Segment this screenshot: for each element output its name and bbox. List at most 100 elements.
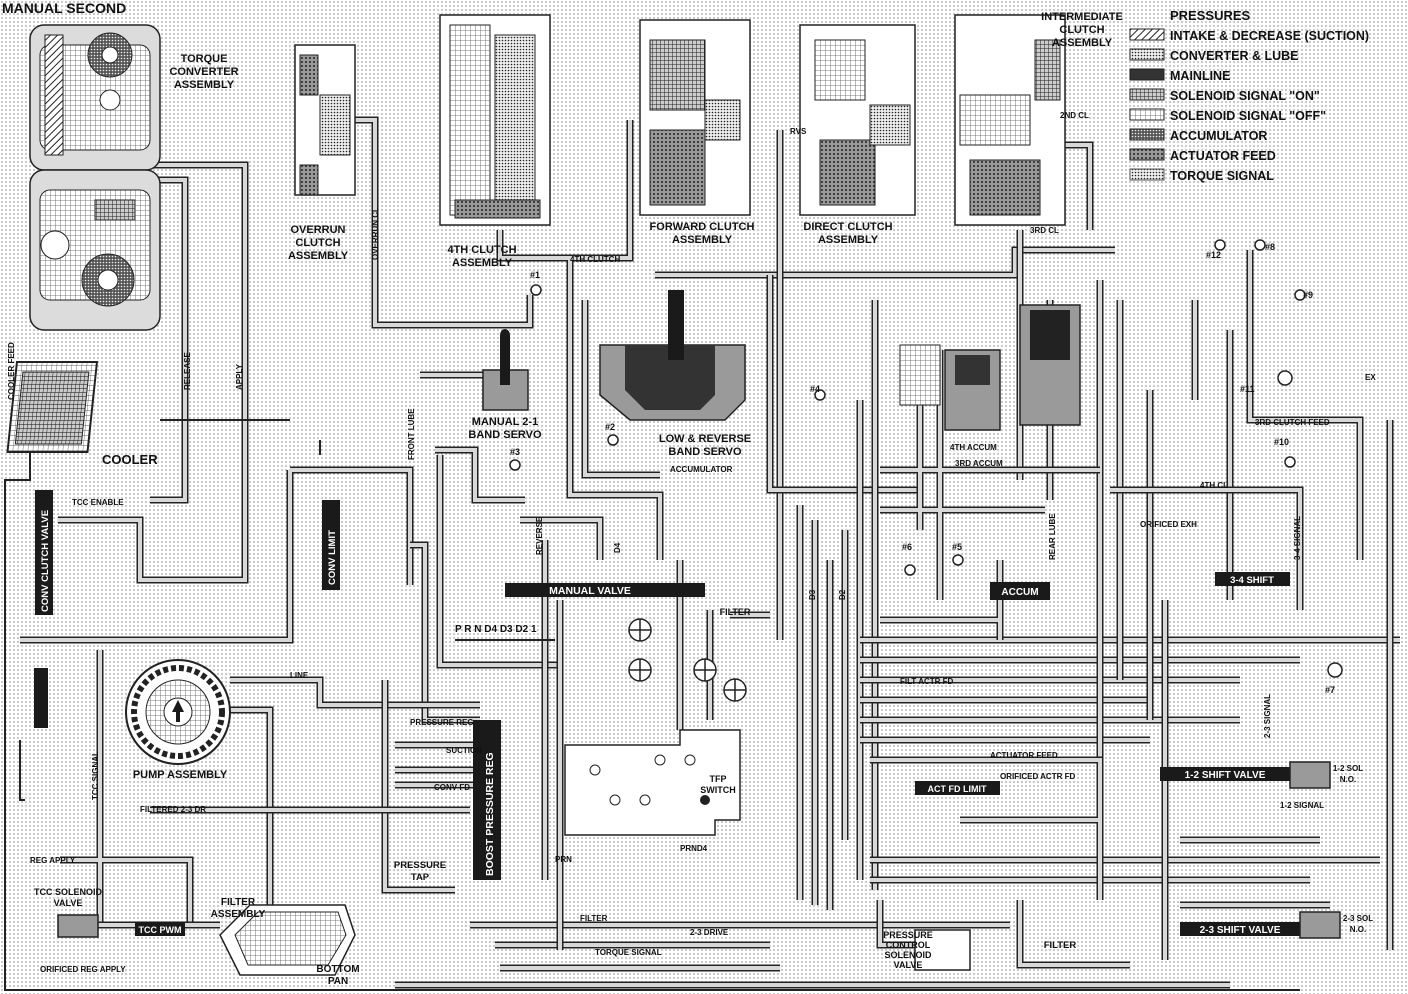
solenoids: 1-2 SOL N.O. 2-3 SOL N.O. TCC SOLENOID V… bbox=[34, 761, 1373, 971]
bottom-pan-line2: PAN bbox=[328, 976, 348, 987]
pressure-tap-line2: TAP bbox=[411, 872, 430, 883]
legend-label: MAINLINE bbox=[1170, 69, 1230, 83]
pressure-legend: PRESSURES INTAKE & DECREASE (SUCTION) CO… bbox=[1129, 8, 1369, 183]
solenoid-12-line2: N.O. bbox=[1340, 775, 1356, 784]
conv-clutch-valve bbox=[35, 490, 53, 615]
solenoid-12-line1: 1-2 SOL bbox=[1333, 764, 1363, 773]
shift-34-valve bbox=[1215, 572, 1290, 586]
torque-converter-line1: TORQUE bbox=[181, 53, 228, 65]
tcc-solenoid-line1: TCC SOLENOID bbox=[34, 887, 103, 897]
solenoid-23 bbox=[1299, 911, 1341, 939]
line-label: REAR LUBE bbox=[1048, 513, 1057, 560]
conv-limit-valve bbox=[322, 500, 340, 590]
direct-clutch: DIRECT CLUTCH ASSEMBLY bbox=[799, 24, 916, 246]
line-label: PRN bbox=[555, 855, 572, 864]
checkball-label: #3 bbox=[510, 447, 520, 457]
line-label: TCC SIGNAL bbox=[91, 751, 100, 800]
filter-assembly-line1: FILTER bbox=[221, 897, 256, 908]
low-reverse-servo-line2: BAND SERVO bbox=[668, 446, 742, 458]
line-label: D4 bbox=[613, 542, 622, 553]
overrun-clutch-line2: CLUTCH bbox=[295, 237, 340, 249]
legend-swatch bbox=[1129, 68, 1165, 81]
torque-converter-line3: ASSEMBLY bbox=[174, 79, 235, 91]
legend-label: ACTUATOR FEED bbox=[1170, 149, 1276, 163]
boost-pressure-reg-label: BOOST PRESSURE REG bbox=[484, 752, 496, 876]
tcc-pwm-valve bbox=[135, 922, 185, 936]
line-label: TORQUE SIGNAL bbox=[595, 948, 662, 957]
intermediate-clutch-line2: CLUTCH bbox=[1059, 24, 1104, 36]
line-label: REG APPLY bbox=[30, 856, 76, 865]
legend-label: CONVERTER & LUBE bbox=[1170, 49, 1298, 63]
line-label: APPLY bbox=[235, 363, 244, 390]
manual-valve-label: MANUAL VALVE bbox=[549, 585, 631, 597]
legend-heading: PRESSURES bbox=[1170, 8, 1251, 23]
line-label: 2-3 SIGNAL bbox=[1263, 694, 1272, 738]
direct-clutch-line1: DIRECT CLUTCH bbox=[803, 221, 892, 233]
legend-swatch bbox=[1129, 48, 1165, 61]
line-label: TCC ENABLE bbox=[72, 498, 124, 507]
direct-clutch-line2: ASSEMBLY bbox=[818, 234, 879, 246]
checkball-label: #9 bbox=[1303, 290, 1313, 300]
solenoid-12 bbox=[1289, 761, 1331, 789]
line-label: D2 bbox=[838, 589, 847, 600]
shift-23-valve bbox=[1180, 922, 1300, 936]
filter-and-pan: FILTER ASSEMBLY BOTTOM PAN bbox=[211, 897, 360, 987]
line-label: CONV FD bbox=[434, 783, 470, 792]
line-label: ORIFICED EXH bbox=[1140, 520, 1197, 529]
filter-assembly-line2: ASSEMBLY bbox=[211, 909, 266, 920]
overrun-clutch-line3: ASSEMBLY bbox=[288, 250, 349, 262]
line-label: 4TH CL bbox=[1200, 481, 1228, 490]
line-label: 3-4 SIGNAL bbox=[1293, 516, 1302, 560]
forward-clutch: FORWARD CLUTCH ASSEMBLY bbox=[639, 19, 755, 246]
actuator-feed-limit-valve bbox=[915, 781, 1000, 795]
torque-converter: TORQUE CONVERTER ASSEMBLY bbox=[29, 24, 239, 331]
checkball-label: #7 bbox=[1325, 685, 1335, 695]
checkball-label: #6 bbox=[902, 542, 912, 552]
line-label: 2-3 DRIVE bbox=[690, 928, 729, 937]
legend-swatch bbox=[1129, 168, 1165, 181]
shift-12-label: 1-2 SHIFT VALVE bbox=[1185, 770, 1266, 781]
line-label: PRESSURE REG bbox=[410, 718, 474, 727]
solenoid-23-line1: 2-3 SOL bbox=[1343, 914, 1373, 923]
checkball-label: #1 bbox=[530, 270, 540, 280]
legend-label: TORQUE SIGNAL bbox=[1170, 169, 1274, 183]
line-label: 3RD ACCUM bbox=[955, 459, 1003, 468]
act-fd-limit-label: ACT FD LIMIT bbox=[928, 784, 987, 794]
tcc-solenoid-line2: VALVE bbox=[54, 898, 83, 908]
shift-23-label: 2-3 SHIFT VALVE bbox=[1200, 925, 1281, 936]
line-label: FILTER bbox=[580, 914, 608, 923]
component-labels: PRESSURE TAP FILTER FILTER P R N D4 D3 D… bbox=[394, 607, 1077, 951]
legend-swatch bbox=[1129, 148, 1165, 161]
line-label: PRND4 bbox=[680, 844, 708, 853]
line-label: LINE bbox=[290, 671, 309, 680]
fourth-clutch: 4TH CLUTCH ASSEMBLY bbox=[439, 14, 551, 269]
intermediate-clutch-line3: ASSEMBLY bbox=[1052, 37, 1113, 49]
filter-mid-label: FILTER bbox=[720, 607, 751, 617]
overrun-clutch-line1: OVERRUN bbox=[290, 224, 345, 236]
valves: MANUAL VALVE CONV CLUTCH VALVE CONV LIMI… bbox=[34, 490, 1300, 936]
legend-label: ACCUMULATOR bbox=[1170, 129, 1267, 143]
manual-21-band-servo: MANUAL 2-1 BAND SERVO bbox=[468, 329, 542, 441]
line-label: FILT ACTR FD bbox=[900, 677, 954, 686]
legend-swatch bbox=[1129, 108, 1165, 121]
legend-label: INTAKE & DECREASE (SUCTION) bbox=[1170, 29, 1369, 43]
pcs-line3: SOLENOID bbox=[884, 950, 932, 960]
checkball-label: #12 bbox=[1206, 250, 1221, 260]
pressure-tap-line1: PRESSURE bbox=[394, 860, 446, 871]
manual-21-servo-line1: MANUAL 2-1 bbox=[472, 416, 538, 428]
line-label: FILTERED 2-3 DR bbox=[140, 805, 206, 814]
pump-label: PUMP ASSEMBLY bbox=[133, 769, 228, 781]
manual-21-servo-line2: BAND SERVO bbox=[468, 429, 542, 441]
checkball-label: #2 bbox=[605, 422, 615, 432]
cooler-label: COOLER bbox=[102, 452, 158, 467]
line-label: 3RD CL bbox=[1030, 226, 1059, 235]
line-label: 4TH CLUTCH bbox=[570, 255, 620, 264]
checkball-label: #10 bbox=[1274, 437, 1289, 447]
line-label: D3 bbox=[808, 589, 817, 600]
legend-label: SOLENOID SIGNAL "OFF" bbox=[1170, 109, 1326, 123]
legend-swatch bbox=[1129, 28, 1165, 41]
tfp-switch-plate: TFP SWITCH bbox=[564, 618, 747, 836]
line-label: REVERSE bbox=[535, 516, 544, 555]
